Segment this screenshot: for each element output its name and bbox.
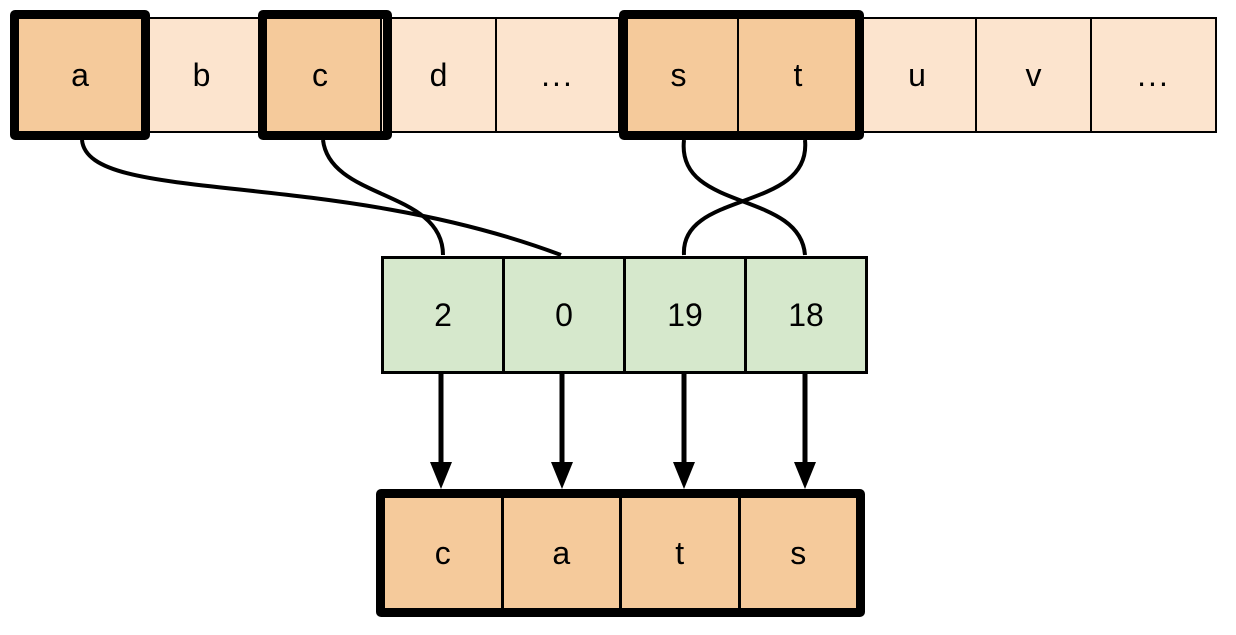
index-cell-value: 0 (555, 296, 573, 333)
arrow-index-2-to-output-t (673, 374, 695, 489)
alphabet-cell-ellipsis-left[interactable]: ... (495, 17, 620, 133)
index-row: 2 0 19 18 (381, 256, 868, 374)
index-cell-value: 18 (788, 296, 824, 333)
alphabet-cell-label: v (1025, 57, 1042, 93)
alphabet-cell-v[interactable]: v (975, 17, 1092, 133)
alphabet-cell-a[interactable]: a (15, 17, 145, 133)
alphabet-cell-b[interactable]: b (143, 17, 260, 133)
output-cell-label: c (434, 534, 451, 571)
alphabet-cell-s[interactable]: s (618, 17, 739, 133)
connector-a-to-index-0 (80, 139, 562, 257)
alphabet-row: a b c d ... s t u v ... (15, 17, 1217, 133)
alphabet-cell-label: s (670, 57, 687, 93)
alphabet-cell-label: t (793, 57, 803, 93)
index-cell-1[interactable]: 0 (502, 256, 626, 374)
output-cell-label: a (552, 534, 571, 571)
index-cell-0[interactable]: 2 (381, 256, 505, 374)
output-cell-2[interactable]: t (622, 498, 741, 608)
alphabet-cell-label: c (312, 57, 328, 93)
output-cell-label: t (675, 534, 685, 571)
index-cell-3[interactable]: 18 (744, 256, 868, 374)
index-cell-value: 19 (667, 296, 703, 333)
alphabet-cell-c[interactable]: c (258, 17, 382, 133)
arrow-index-0-to-output-c (430, 374, 452, 489)
connector-t-to-index-18 (681, 139, 808, 256)
arrow-index-3-to-output-s (794, 374, 816, 489)
alphabet-cell-label: d (429, 57, 448, 93)
connector-c-to-index-2 (321, 139, 445, 256)
alphabet-cell-u[interactable]: u (857, 17, 977, 133)
connector-s-to-index-19 (681, 139, 807, 256)
alphabet-cell-ellipsis-right[interactable]: ... (1090, 17, 1217, 133)
alphabet-cell-label: u (908, 57, 926, 93)
alphabet-cell-t[interactable]: t (737, 17, 859, 133)
index-cell-2[interactable]: 19 (623, 256, 747, 374)
output-cell-0[interactable]: c (385, 498, 504, 608)
alphabet-cell-label: a (71, 57, 89, 93)
alphabet-cell-label: ... (541, 57, 574, 93)
alphabet-cell-label: ... (1137, 57, 1170, 93)
alphabet-cell-label: b (192, 57, 211, 93)
alphabet-cell-d[interactable]: d (380, 17, 497, 133)
index-cell-value: 2 (434, 296, 452, 333)
output-cell-label: s (790, 534, 807, 571)
output-cell-3[interactable]: s (740, 498, 856, 608)
output-row: c a t s (376, 489, 865, 617)
output-cell-1[interactable]: a (503, 498, 622, 608)
arrow-index-1-to-output-a (551, 374, 573, 489)
